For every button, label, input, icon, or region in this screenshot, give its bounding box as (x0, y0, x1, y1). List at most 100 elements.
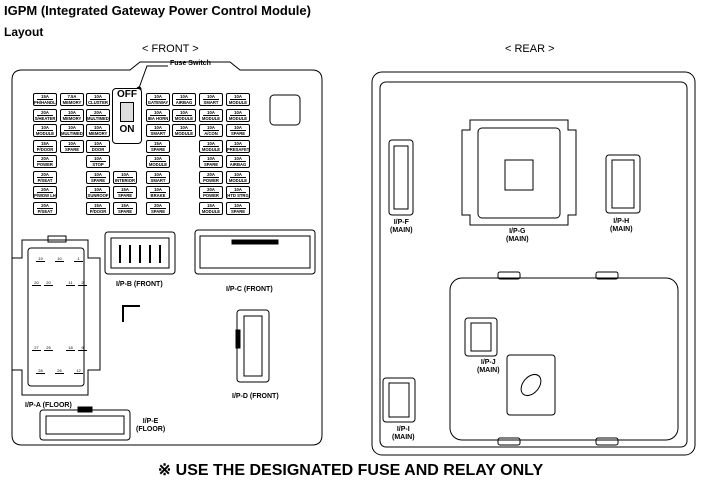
fuse-amp: 10A (150, 125, 166, 131)
ip-a-pin: 10 (55, 256, 64, 262)
fuse-name: STOP LAMP (92, 162, 104, 167)
fuse-amp: 15A (203, 203, 219, 209)
ip-a-pin: 11 (66, 280, 75, 286)
fuse-amp: 20A (150, 203, 166, 209)
fuse-switch-lever[interactable] (120, 102, 134, 122)
fuse-amp: 10A (64, 141, 80, 147)
fuse-name: MODULE (228, 100, 248, 105)
blank-socket (269, 94, 301, 126)
fuse-name: PRESAFETY SEAT BELT (227, 146, 250, 152)
fuse-name: MODULE (201, 208, 221, 214)
fuse-name: P/DOOR DRV (89, 208, 107, 214)
fuse-name: PH/HANDLE (34, 100, 57, 105)
ip-a-pin: 12 (74, 368, 83, 374)
fuse-amp: 10A (203, 141, 219, 147)
fuse-amp: 15A (150, 141, 166, 147)
fuse-amp: 10A (176, 125, 192, 131)
fuse-amp: 10A (230, 172, 246, 178)
fuse-amp: 10A (203, 94, 219, 100)
ip-i-label: I/P-I(MAIN) (392, 426, 415, 441)
fuse-amp: 10A (90, 141, 106, 147)
fuse-amp: 10A (230, 187, 246, 193)
fuse-amp: 10A (90, 172, 106, 178)
fuse-switch-label: Fuse Switch (170, 60, 211, 67)
fuse-amp: 10A (150, 156, 166, 162)
fuse-switch[interactable]: OFF ON (112, 88, 142, 144)
fuse-amp: 10A (90, 94, 106, 100)
ip-f-connector-shape (388, 139, 414, 216)
fuse-amp: 10A (230, 125, 246, 131)
ip-b-label: I/P-B (FRONT) (116, 281, 163, 288)
ip-a-pin: 20 (32, 280, 41, 286)
fuse-name: SPARE (150, 208, 166, 214)
fuse-name: MEMORY (62, 115, 82, 121)
fuse-amp: 20A (37, 187, 53, 193)
main-module-shape (449, 271, 679, 446)
ip-e-connector-shape (39, 406, 131, 441)
fuse-name: MEMORY (88, 131, 108, 136)
fuse-name: IBA HORN (147, 115, 169, 121)
fuse-amp: 10A (37, 125, 53, 131)
fuse-amp: 10A (230, 156, 246, 162)
rear-panel-inner (379, 81, 688, 448)
fuse-multimedia[interactable]: 10AMULTIMEDIA (60, 124, 84, 137)
ip-g-connector-shape (461, 119, 577, 226)
ip-e-label: I/P-E(FLOOR) (136, 418, 166, 433)
fuse-amp: 10A (64, 125, 80, 131)
fuse-name: SMART KEY (150, 131, 166, 136)
ip-g-label: I/P-G(MAIN) (506, 228, 529, 243)
fuse-amp: 10A (150, 187, 166, 193)
fuse-multimedia[interactable]: 20AMULTIMEDIA (86, 108, 110, 122)
ip-d-label: I/P-D (FRONT) (232, 393, 279, 400)
fuse-name: MEMORY (62, 100, 82, 105)
